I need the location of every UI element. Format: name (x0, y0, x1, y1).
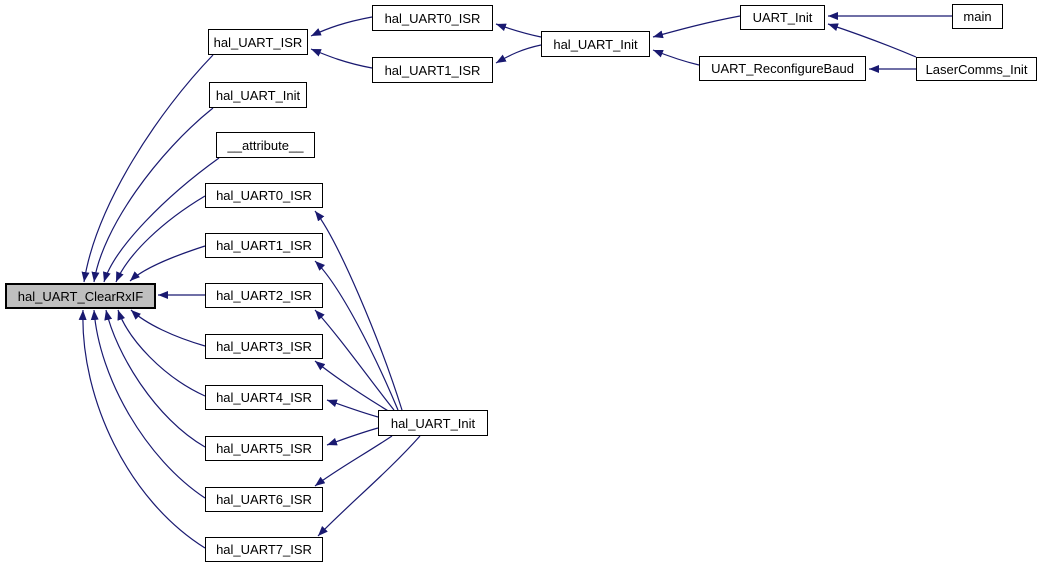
edge-uart_reconfigure_baud--uart_init_top (652, 49, 700, 66)
graph-node-label: hal_UART3_ISR (216, 339, 312, 354)
graph-node-label: hal_UART7_ISR (216, 542, 312, 557)
edge-attribute--clear_rxif (102, 157, 220, 283)
edge-uart_init_fn--uart_init_top (652, 15, 741, 39)
edge-uart_init_top--uart1_isr_top (495, 44, 542, 64)
graph-node-uart_init_top[interactable]: hal_UART_Init (541, 31, 650, 57)
graph-node-label: hal_UART_Init (215, 87, 301, 103)
edge-uart_init_bottom--uart0_isr_left (314, 210, 403, 411)
graph-node-label: __attribute__ (227, 137, 304, 153)
graph-node-label: hal_UART_Init (553, 36, 638, 52)
edge-uart_isr--clear_rxif (81, 54, 214, 283)
edge-uart_init_bottom--uart2_isr (314, 309, 395, 411)
edge-uart5_isr--clear_rxif (104, 309, 206, 448)
graph-node-uart4_isr[interactable]: hal_UART4_ISR (205, 385, 323, 410)
edge-group (78, 12, 952, 549)
graph-node-uart5_isr[interactable]: hal_UART5_ISR (205, 436, 323, 461)
graph-node-uart1_isr_left[interactable]: hal_UART1_ISR (205, 233, 323, 258)
graph-node-uart3_isr[interactable]: hal_UART3_ISR (205, 334, 323, 359)
graph-node-uart_isr[interactable]: hal_UART_ISR (208, 29, 308, 55)
graph-node-uart0_isr_top[interactable]: hal_UART0_ISR (372, 5, 493, 31)
edge-uart_init_bottom--uart1_isr_left (314, 260, 399, 411)
graph-node-uart1_isr_top[interactable]: hal_UART1_ISR (372, 57, 493, 83)
graph-node-uart_init_left[interactable]: hal_UART_Init (209, 82, 307, 108)
edge-uart_init_bottom--uart3_isr (314, 360, 391, 413)
graph-node-label: hal_UART_ISR (213, 34, 303, 50)
edge-uart7_isr--clear_rxif (78, 309, 206, 549)
graph-node-clear_rxif: hal_UART_ClearRxIF (5, 283, 156, 309)
graph-node-main[interactable]: main (952, 4, 1003, 29)
graph-node-label: hal_UART0_ISR (384, 10, 481, 26)
graph-node-label: hal_UART1_ISR (384, 62, 481, 78)
graph-node-label: hal_UART5_ISR (216, 441, 312, 456)
graph-node-label: hal_UART_Init (390, 415, 476, 431)
graph-node-attribute[interactable]: __attribute__ (216, 132, 315, 158)
edge-uart_init_bottom--uart7_isr (317, 435, 421, 537)
edge-uart_init_bottom--uart5_isr (326, 427, 379, 446)
graph-node-uart7_isr[interactable]: hal_UART7_ISR (205, 537, 323, 562)
edge-uart1_isr_left--clear_rxif (129, 245, 206, 282)
edge-uart_init_left--clear_rxif (91, 107, 214, 283)
edge-uart6_isr--clear_rxif (90, 309, 206, 499)
graph-node-label: UART_Init (752, 10, 813, 25)
edge-uart_init_bottom--uart4_isr (326, 399, 379, 418)
graph-node-uart2_isr[interactable]: hal_UART2_ISR (205, 283, 323, 308)
graph-node-label: hal_UART2_ISR (216, 288, 312, 303)
graph-node-label: hal_UART6_ISR (216, 492, 312, 507)
graph-node-uart_init_bottom[interactable]: hal_UART_Init (378, 410, 488, 436)
graph-node-label: hal_UART1_ISR (216, 238, 312, 253)
graph-node-label: LaserComms_Init (925, 61, 1028, 77)
edge-uart_init_top--uart0_isr_top (495, 23, 542, 38)
graph-node-uart6_isr[interactable]: hal_UART6_ISR (205, 487, 323, 512)
edge-laser_comms_init--uart_init_fn (827, 23, 917, 58)
graph-node-uart_reconfigure_baud[interactable]: UART_ReconfigureBaud (699, 56, 866, 81)
graph-node-label: main (963, 9, 992, 24)
graph-node-label: hal_UART_ClearRxIF (17, 288, 144, 304)
edge-uart1_isr_top--uart_isr (310, 48, 373, 69)
graph-node-label: hal_UART0_ISR (216, 188, 312, 203)
edge-uart0_isr_top--uart_isr (310, 16, 373, 37)
graph-node-label: UART_ReconfigureBaud (711, 61, 854, 76)
edge-uart4_isr--clear_rxif (117, 309, 206, 397)
graph-node-laser_comms_init[interactable]: LaserComms_Init (916, 57, 1037, 81)
edge-uart3_isr--clear_rxif (130, 309, 206, 347)
edge-uart_init_bottom--uart6_isr (314, 435, 393, 487)
graph-node-uart_init_fn[interactable]: UART_Init (740, 5, 825, 30)
graph-node-uart0_isr_left[interactable]: hal_UART0_ISR (205, 183, 323, 208)
graph-node-label: hal_UART4_ISR (216, 390, 312, 405)
edge-uart0_isr_left--clear_rxif (115, 195, 206, 283)
